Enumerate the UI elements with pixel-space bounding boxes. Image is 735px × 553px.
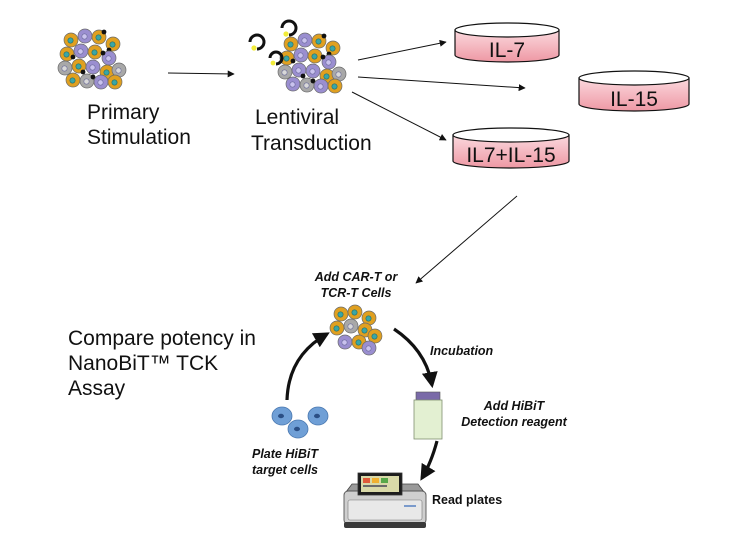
dish-il7-il15 [452, 127, 570, 169]
cell-nucleus [295, 67, 302, 74]
cell-nucleus [303, 82, 310, 89]
assay-heading-line1: Compare potency in [68, 327, 256, 350]
cell-nucleus [323, 73, 330, 80]
cell-nucleus [287, 41, 294, 48]
dish-il7-label: IL-7 [488, 39, 526, 62]
primary-stimulation-label: Primary Stimulation [87, 100, 191, 151]
cell-nucleus [341, 339, 348, 346]
cell-nucleus [351, 309, 358, 316]
bead-dot [101, 29, 107, 35]
bead-dot [320, 54, 326, 60]
cell-nucleus [105, 55, 112, 62]
primary-label-line1: Primary [87, 101, 160, 124]
transduced-cell-cluster [277, 32, 347, 94]
add-hibit-line1: Add HiBiT [483, 399, 545, 413]
cell-nucleus [81, 33, 88, 40]
cell-nucleus [365, 315, 372, 322]
incubation-label: Incubation [430, 344, 494, 358]
arrow-to-assay [415, 195, 518, 284]
arrow-primary-to-transduction [167, 70, 235, 78]
plate-hibit-label: Plate HiBiT target cells [230, 446, 340, 478]
cell-nucleus [355, 339, 362, 346]
car-t-cell-cluster [329, 304, 383, 356]
cell-nucleus [311, 53, 318, 60]
cell-nucleus [83, 78, 90, 85]
dish-il7 [454, 22, 560, 63]
cell-nucleus [283, 55, 290, 62]
arrow-to-il7il15 [351, 91, 447, 141]
add-car-t-line2: TCR-T Cells [320, 286, 392, 300]
lentiviral-label-line2: Transduction [251, 132, 372, 155]
cell-nucleus [69, 77, 76, 84]
cell-nucleus [289, 81, 296, 88]
add-car-t-label: Add CAR-T or TCR-T Cells [302, 269, 410, 301]
bead-dot [70, 54, 76, 60]
cell-nucleus [371, 333, 378, 340]
cell-nucleus [301, 37, 308, 44]
add-hibit-line2: Detection reagent [461, 415, 567, 429]
cell-nucleus [97, 79, 104, 86]
reagent-bottle-icon [413, 391, 443, 440]
cell-nucleus [337, 311, 344, 318]
primary-label-line2: Stimulation [87, 126, 191, 149]
lentiviral-label-line1: Lentiviral [255, 106, 340, 129]
assay-heading-line3: Assay [68, 377, 126, 400]
arrow-plate-to-car-t [285, 332, 330, 401]
arrow-incubation [393, 327, 438, 389]
cell-nucleus [297, 52, 304, 59]
arrow-to-il7 [357, 39, 447, 61]
read-plates-label: Read plates [432, 493, 503, 507]
lentivirus-particles-icon [248, 19, 298, 66]
cell-nucleus [329, 45, 336, 52]
cell-nucleus [115, 67, 122, 74]
hibit-target-cells-icon [271, 406, 329, 439]
cell-nucleus [77, 48, 84, 55]
cell-nucleus [91, 49, 98, 56]
lentiviral-transduction-label: Lentiviral Transduction [251, 105, 391, 157]
bead-dot [100, 50, 106, 56]
cell-nucleus [61, 65, 68, 72]
plate-hibit-line2: target cells [251, 463, 318, 477]
cell-nucleus [63, 51, 70, 58]
cell-nucleus [333, 325, 340, 332]
cell-nucleus [75, 63, 82, 70]
cell-nucleus [89, 64, 96, 71]
cell-nucleus [315, 38, 322, 45]
cell-nucleus [317, 83, 324, 90]
cell-nucleus [111, 79, 118, 86]
bead-dot [300, 73, 306, 79]
cell-nucleus [109, 41, 116, 48]
arrow-to-reader [420, 440, 439, 481]
cell-nucleus [331, 83, 338, 90]
add-hibit-label: Add HiBiT Detection reagent [449, 398, 579, 430]
cell-nucleus [309, 68, 316, 75]
dish-il15-label: IL-15 [610, 88, 658, 111]
cell-nucleus [95, 34, 102, 41]
arrow-to-il15 [357, 76, 526, 92]
bead-dot [321, 33, 327, 39]
plate-reader-icon [343, 472, 427, 528]
dish-il7-il15-label: IL7+IL-15 [466, 144, 556, 167]
cell-nucleus [347, 323, 354, 330]
cell-nucleus [361, 327, 368, 334]
cell-nucleus [335, 71, 342, 78]
assay-heading-line2: NanoBiT™ TCK [68, 352, 219, 375]
add-car-t-line1: Add CAR-T or [314, 270, 398, 284]
assay-heading: Compare potency in NanoBiT™ TCK Assay [68, 326, 298, 401]
plate-hibit-line1: Plate HiBiT [252, 447, 318, 461]
bead-dot [90, 74, 96, 80]
cell-nucleus [365, 345, 372, 352]
cell-nucleus [281, 69, 288, 76]
bead-dot [80, 69, 86, 75]
cell-nucleus [67, 37, 74, 44]
primary-cell-cluster [57, 28, 127, 90]
cell-nucleus [325, 59, 332, 66]
cell-nucleus [103, 69, 110, 76]
bead-dot [310, 78, 316, 84]
dish-il15 [578, 70, 690, 112]
bead-dot [290, 58, 296, 64]
